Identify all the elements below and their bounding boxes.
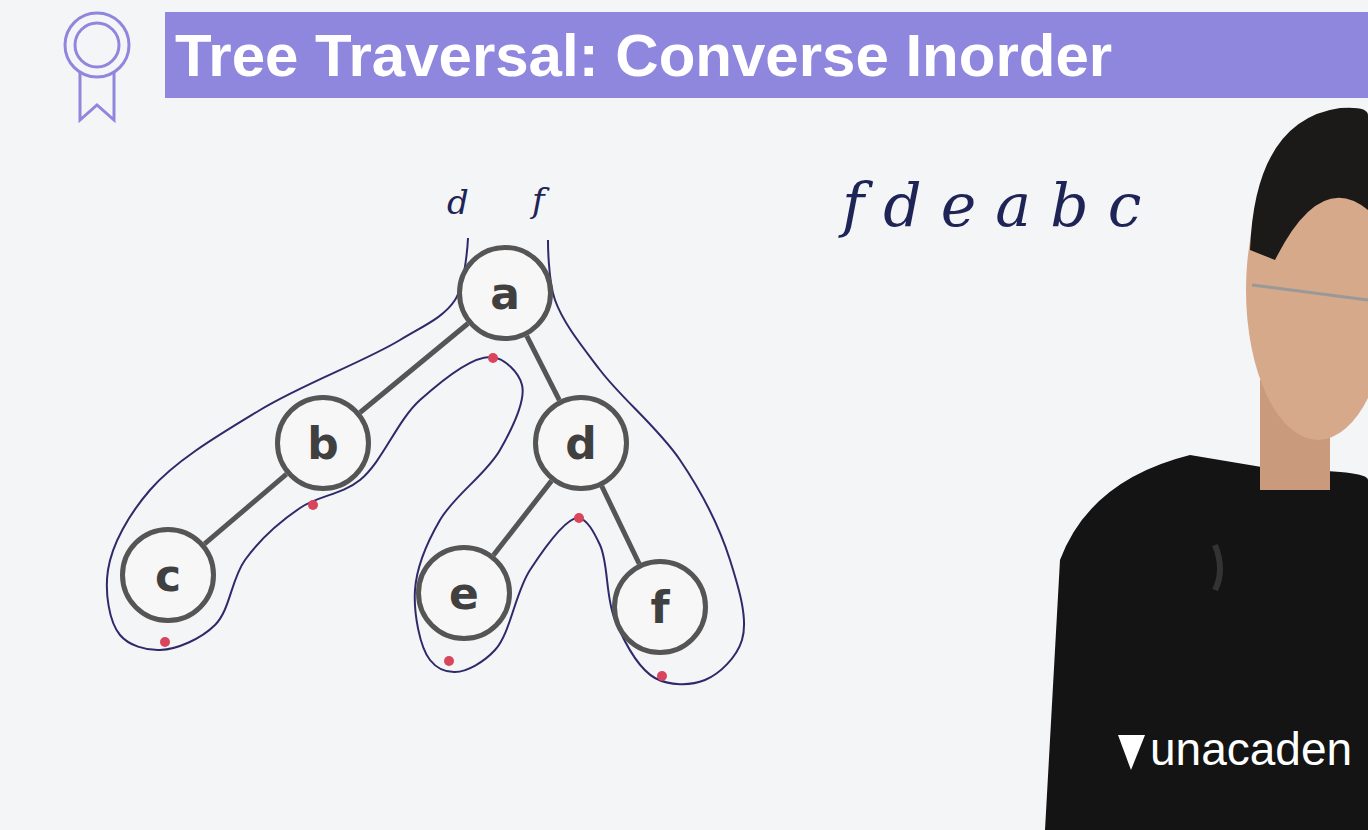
shirt-logo-text: unacaden — [1150, 722, 1352, 776]
node-circle — [536, 398, 627, 489]
tree-node: c — [120, 527, 216, 623]
node-label: b — [307, 418, 339, 469]
traversal-contour — [107, 238, 744, 684]
tree-node: f — [612, 559, 708, 655]
node-circle — [123, 530, 214, 621]
tree-edge — [527, 336, 560, 400]
node-circle — [615, 562, 706, 653]
node-circle — [419, 548, 510, 639]
tree-node: e — [416, 545, 512, 641]
visit-dot — [444, 656, 454, 666]
handwritten-mark: f — [532, 180, 545, 220]
tree-edge — [360, 324, 468, 413]
visit-dot — [574, 513, 584, 523]
badge-icon — [65, 13, 129, 120]
title-text: Tree Traversal: Converse Inorder — [175, 14, 1112, 98]
contour-line — [107, 238, 744, 684]
tree-node: d — [533, 395, 629, 491]
visit-dot — [488, 353, 498, 363]
presenter-hair — [1250, 108, 1368, 260]
node-label: a — [490, 268, 520, 319]
shirt-logo — [1118, 735, 1145, 770]
tree-edge — [494, 481, 552, 555]
visit-dot — [657, 671, 667, 681]
traversal-result: f d e a b c — [842, 170, 1141, 240]
node-circle — [278, 398, 369, 489]
node-label: c — [155, 550, 181, 601]
visit-dot — [160, 637, 170, 647]
node-label: e — [449, 568, 479, 619]
handwritten-mark: d — [447, 182, 469, 222]
presenter-shirt — [1045, 455, 1368, 830]
microphone — [1215, 545, 1220, 590]
node-circle — [460, 248, 551, 339]
tree-node: a — [457, 245, 553, 341]
badge-ribbon — [80, 72, 114, 120]
node-label: f — [650, 582, 669, 633]
node-label: d — [565, 418, 597, 469]
tree-edge — [205, 474, 287, 544]
badge-ring — [65, 13, 129, 77]
tree-node: b — [275, 395, 371, 491]
visit-dot — [308, 500, 318, 510]
badge-inner — [75, 23, 119, 67]
presenter-glasses — [1252, 285, 1368, 300]
tree-edge — [602, 486, 639, 564]
